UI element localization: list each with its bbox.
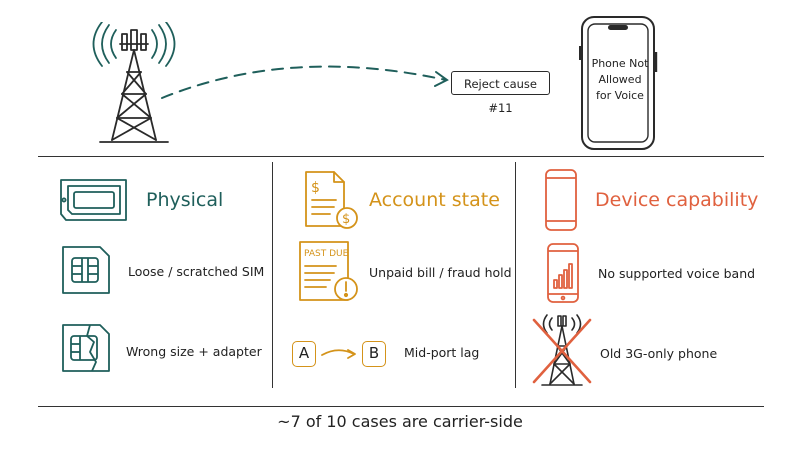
account-item-mid-port-lag: Mid-port lag (404, 345, 480, 360)
svg-text:$: $ (342, 212, 350, 227)
account-item-unpaid-bill: Unpaid bill / fraud hold (369, 265, 512, 280)
cut-sim-card-icon (62, 324, 110, 372)
bottom-divider (38, 406, 764, 407)
top-divider (38, 156, 764, 157)
device-item-no-voice-band: No supported voice band (598, 266, 756, 281)
port-from-label: A (298, 344, 310, 362)
sim-tray-icon (60, 179, 127, 221)
account-state-heading: Account state (369, 189, 500, 211)
phone-signal-bars-icon (547, 243, 579, 303)
crossed-out-tower-icon (532, 314, 592, 386)
phone-screen-text: Phone Not Allowed for Voice (590, 56, 650, 104)
port-from-box: A (292, 341, 316, 367)
past-due-notice-icon: PAST DUE (299, 241, 358, 301)
phone-screen-line: Allowed (598, 73, 642, 86)
port-to-label: B (368, 344, 380, 362)
device-capability-heading: Device capability (595, 189, 759, 211)
device-item-old-3g-phone: Old 3G-only phone (600, 346, 718, 361)
port-to-box: B (362, 341, 386, 367)
footer-summary: ~7 of 10 cases are carrier-side (277, 412, 523, 431)
svg-text:$: $ (311, 180, 320, 196)
column-divider (272, 162, 273, 388)
sim-card-icon (62, 246, 110, 294)
port-transfer-icon (321, 349, 356, 359)
phone-icon (579, 16, 658, 150)
physical-heading: Physical (146, 189, 224, 211)
cell-tower-icon (92, 22, 176, 143)
bill-document-icon: $ $ (305, 171, 358, 229)
signal-arc-arrow (161, 65, 449, 99)
reject-cause-label: Reject cause #11 (451, 71, 550, 115)
phone-screen-line: for Voice (596, 89, 644, 102)
past-due-label: PAST DUE (304, 249, 349, 259)
smartphone-icon (545, 169, 577, 231)
physical-item-loose-sim: Loose / scratched SIM (128, 264, 265, 279)
phone-screen-line: Phone Not (591, 57, 649, 70)
physical-item-wrong-size: Wrong size + adapter (126, 344, 262, 359)
column-divider (515, 162, 516, 388)
